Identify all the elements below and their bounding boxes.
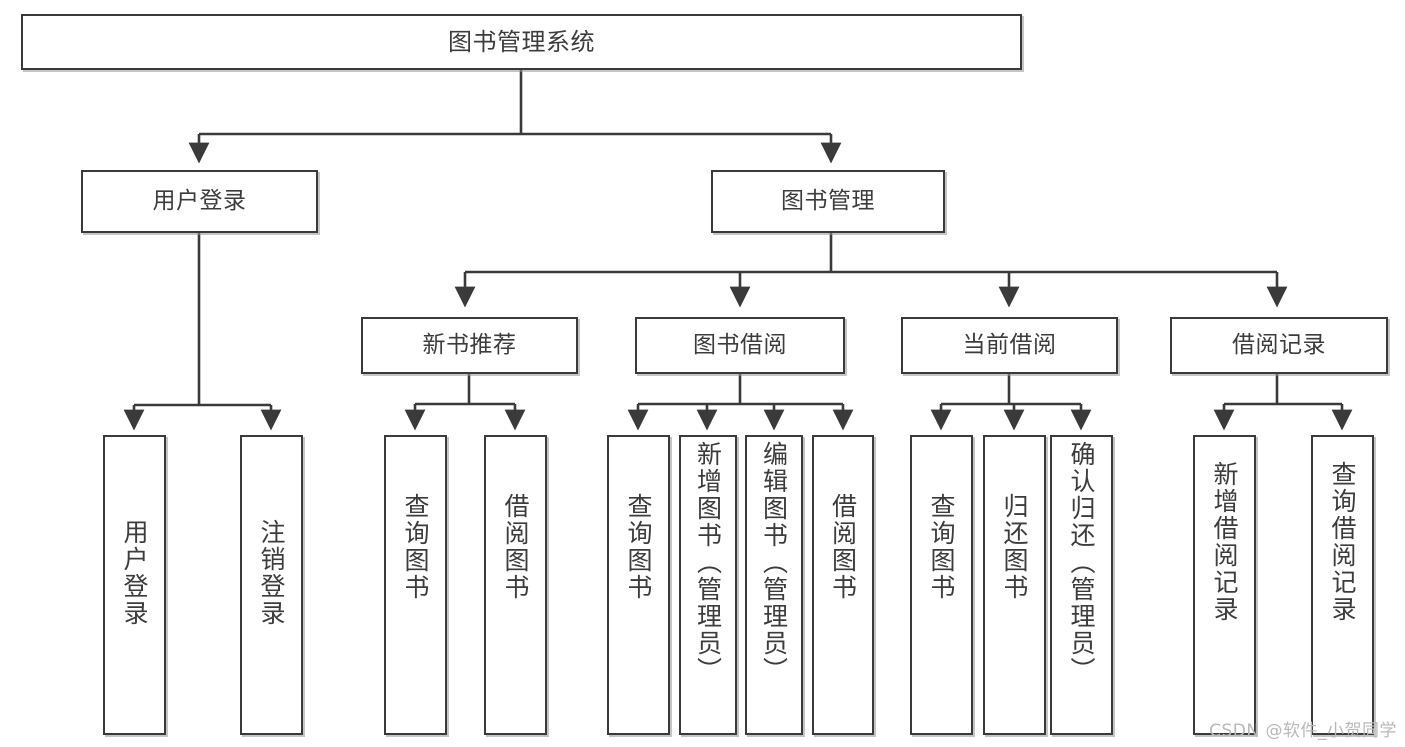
leaf-newbook-borrow-book[interactable]: 借阅图书 <box>484 435 547 735</box>
node-new-book-recommend[interactable]: 新书推荐 <box>361 317 578 374</box>
node-user-login[interactable]: 用户登录 <box>81 170 318 233</box>
leaf-bookborrow-borrow-book[interactable]: 借阅图书 <box>812 435 874 735</box>
leaf-borrowrecord-add-record-label: 新增借阅记录 <box>1210 461 1239 623</box>
leaf-borrowrecord-query-record-label: 查询借阅记录 <box>1328 461 1357 623</box>
leaf-bookborrow-add-book-admin[interactable]: 新增图书（管理员） <box>679 435 737 735</box>
leaf-currentborrow-query-book-label: 查询图书 <box>927 493 956 601</box>
node-book-management-label: 图书管理 <box>781 187 875 214</box>
node-new-book-recommend-label: 新书推荐 <box>422 331 517 358</box>
leaf-borrowrecord-query-record[interactable]: 查询借阅记录 <box>1311 435 1374 735</box>
watermark: CSDN @软件_小贺同学 <box>1209 721 1397 741</box>
leaf-currentborrow-return-book[interactable]: 归还图书 <box>983 435 1046 735</box>
leaf-currentborrow-query-book[interactable]: 查询图书 <box>910 435 973 735</box>
node-user-login-label: 用户登录 <box>152 187 247 214</box>
node-borrow-record[interactable]: 借阅记录 <box>1170 317 1388 374</box>
leaf-currentborrow-return-book-label: 归还图书 <box>1000 493 1029 601</box>
node-current-borrow[interactable]: 当前借阅 <box>901 317 1118 374</box>
leaf-bookborrow-borrow-book-label: 借阅图书 <box>828 493 858 601</box>
node-borrow-record-label: 借阅记录 <box>1232 331 1326 358</box>
leaf-login-user-login[interactable]: 用户登录 <box>103 435 166 735</box>
leaf-currentborrow-confirm-return-admin[interactable]: 确认归还（管理员） <box>1050 435 1113 735</box>
leaf-bookborrow-query-book-label: 查询图书 <box>624 493 653 601</box>
leaf-currentborrow-confirm-return-admin-label: 确认归还（管理员） <box>1067 441 1096 684</box>
leaf-newbook-query-book-label: 查询图书 <box>401 493 430 601</box>
leaf-bookborrow-edit-book-admin[interactable]: 编辑图书（管理员） <box>745 435 803 735</box>
leaf-newbook-query-book[interactable]: 查询图书 <box>384 435 447 735</box>
leaf-login-logout[interactable]: 注销登录 <box>240 435 303 735</box>
node-root-label: 图书管理系统 <box>448 27 595 56</box>
node-book-borrow-label: 图书借阅 <box>693 331 787 358</box>
leaf-borrowrecord-add-record[interactable]: 新增借阅记录 <box>1193 435 1256 735</box>
leaf-bookborrow-edit-book-admin-label: 编辑图书（管理员） <box>759 441 789 684</box>
node-book-management[interactable]: 图书管理 <box>711 170 945 233</box>
leaf-login-user-login-label: 用户登录 <box>120 519 149 627</box>
leaf-bookborrow-query-book[interactable]: 查询图书 <box>607 435 670 735</box>
node-root[interactable]: 图书管理系统 <box>21 14 1022 70</box>
leaf-newbook-borrow-book-label: 借阅图书 <box>501 493 530 601</box>
node-current-borrow-label: 当前借阅 <box>962 331 1057 358</box>
leaf-bookborrow-add-book-admin-label: 新增图书（管理员） <box>693 441 723 684</box>
node-book-borrow[interactable]: 图书借阅 <box>635 317 845 374</box>
leaf-login-logout-label: 注销登录 <box>257 519 286 627</box>
